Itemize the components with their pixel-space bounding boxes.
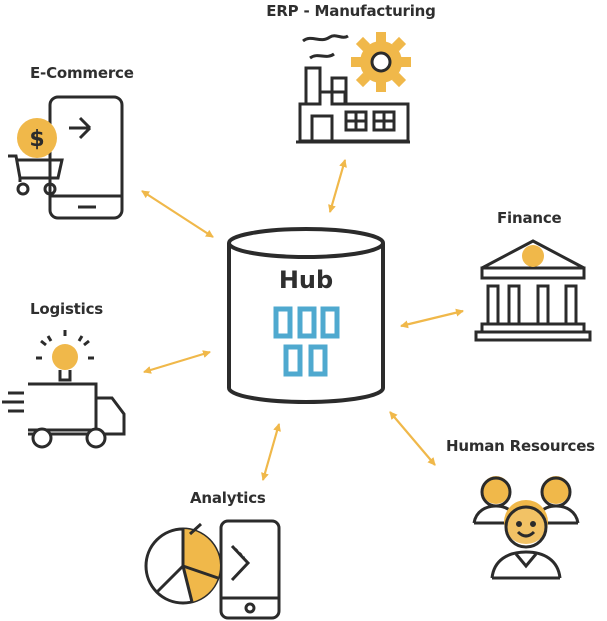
arrow-logistics [143,350,211,374]
arrow-erp [328,159,347,213]
lightbulb-icon [36,330,94,382]
arrow-hr [389,411,436,466]
label-finance: Finance [497,209,562,227]
arrow-ecommerce [141,190,214,238]
arrow-finance [400,308,464,329]
label-human-resources: Human Resources [446,437,595,455]
gear-icon [351,32,411,92]
label-logistics: Logistics [30,300,104,318]
bank-dome-icon [522,245,544,267]
dollar-coin-icon: $ [17,118,57,158]
hub-blocks-icon [273,306,340,377]
pie-chart-icon [144,522,222,605]
label-analytics: Analytics [190,489,266,507]
factory-icon [298,34,410,143]
hub-cylinder-icon [227,227,385,404]
arrow-analytics [261,423,281,481]
phone-icon [48,95,124,220]
svg-text:$: $ [29,127,44,152]
connector-arrows [141,159,464,481]
label-erp-manufacturing: ERP - Manufacturing [266,2,436,20]
shopping-cart-icon [8,154,64,196]
delivery-truck-icon [2,382,126,449]
hub-label: Hub [278,266,334,294]
bank-building-icon [474,239,592,342]
people-group-icon [472,476,580,580]
label-e-commerce: E-Commerce [30,64,134,82]
analytics-phone-icon [219,519,281,620]
